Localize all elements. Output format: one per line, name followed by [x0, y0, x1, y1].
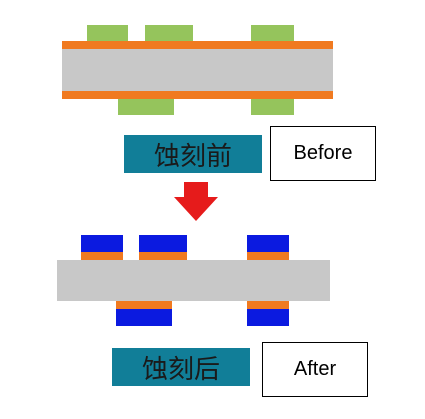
top-blue-pad-2 [139, 235, 187, 252]
after-label-english: After [262, 342, 368, 397]
bottom-blue-pad-2 [247, 309, 289, 326]
before-substrate [62, 49, 333, 91]
before-label-chinese: 蚀刻前 [124, 135, 262, 173]
top-copper-pad-2 [139, 252, 187, 260]
top-resist-pad-1 [87, 25, 128, 43]
after-label-chinese: 蚀刻后 [112, 348, 250, 386]
bottom-resist-pad-2 [251, 99, 294, 115]
top-resist-pad-3 [251, 25, 294, 43]
top-copper-layer [62, 41, 333, 49]
arrow-head [174, 197, 218, 221]
top-blue-pad-3 [247, 235, 289, 252]
top-copper-pad-1 [81, 252, 123, 260]
bottom-copper-pad-2 [247, 301, 289, 309]
bottom-resist-pad-1 [118, 99, 174, 115]
top-resist-pad-2 [145, 25, 193, 43]
bottom-copper-pad-1 [116, 301, 172, 309]
arrow-shaft [184, 182, 208, 198]
bottom-blue-pad-1 [116, 309, 172, 326]
after-substrate [57, 260, 330, 301]
top-blue-pad-1 [81, 235, 123, 252]
top-copper-pad-3 [247, 252, 289, 260]
bottom-copper-layer [62, 91, 333, 99]
before-label-english: Before [270, 126, 376, 181]
